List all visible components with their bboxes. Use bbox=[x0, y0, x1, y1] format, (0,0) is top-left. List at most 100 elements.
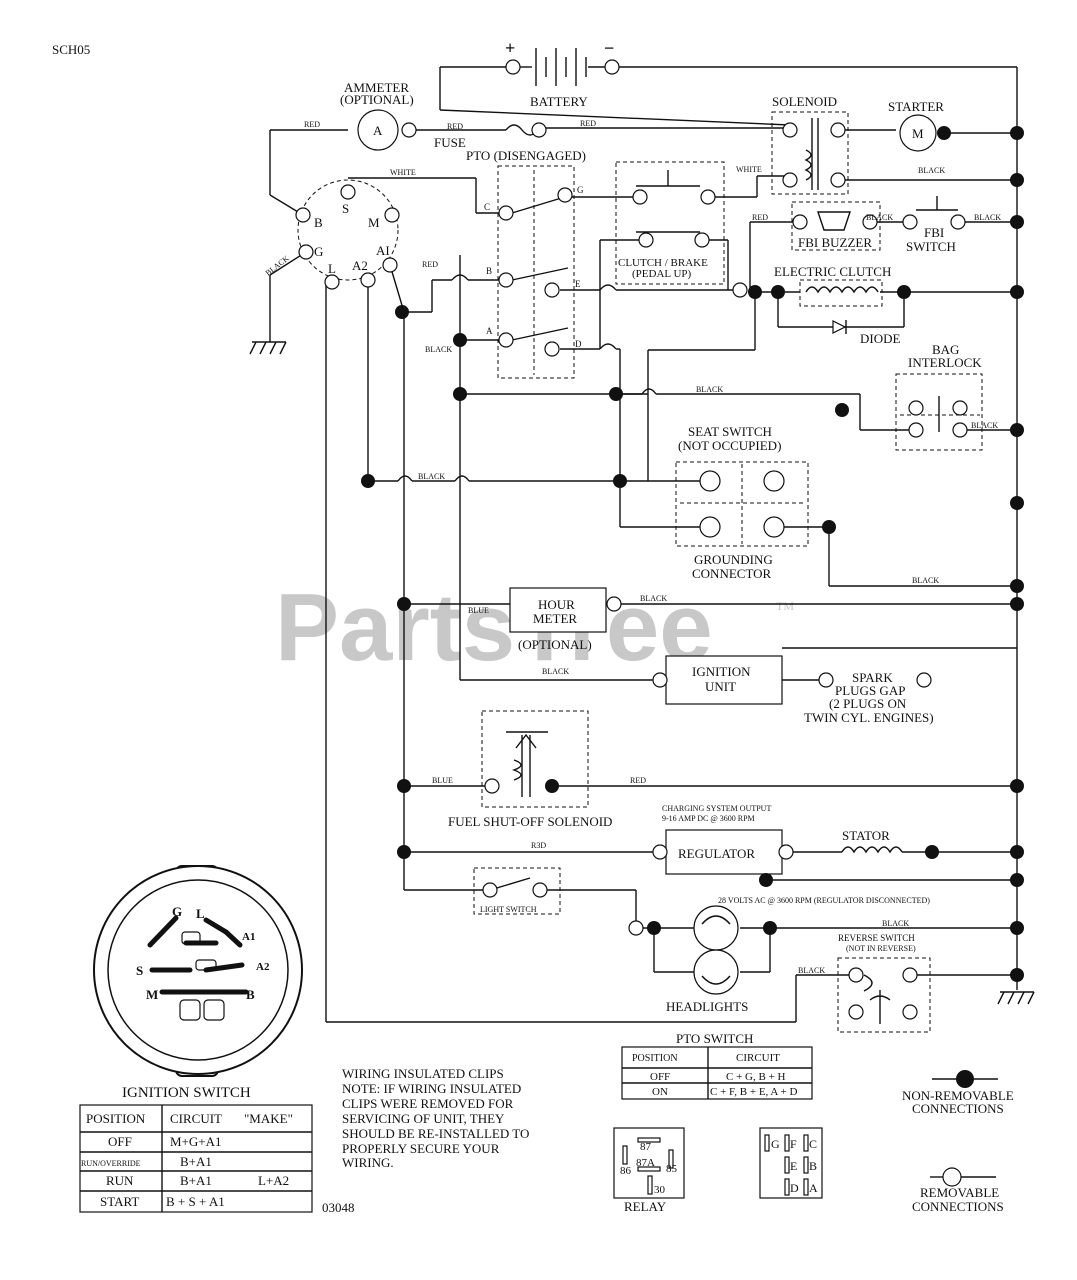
ignition-unit-sub: UNIT bbox=[705, 679, 736, 694]
regulator-label: REGULATOR bbox=[678, 846, 755, 861]
relay-pin-87a: 87A bbox=[636, 1157, 655, 1169]
charging-label: CHARGING SYSTEM OUTPUT bbox=[662, 804, 771, 813]
ignition-switch-face: G L A1 S A2 M B bbox=[93, 865, 303, 1077]
pto-switch-table: PTO SWITCH POSITION CIRCUIT OFF C + G, B… bbox=[621, 1031, 813, 1100]
watermark: PartsTree bbox=[275, 574, 713, 681]
legend-non-removable: NON-REMOVABLE bbox=[902, 1088, 1014, 1103]
ign-row-run-circ: B+A1 bbox=[180, 1173, 212, 1188]
pto-table-h1: POSITION bbox=[632, 1053, 678, 1064]
ign-row-off-pos: OFF bbox=[108, 1134, 132, 1149]
starter-label: STARTER bbox=[888, 99, 944, 114]
wire-black-5: BLACK bbox=[696, 385, 723, 394]
bag-sub: INTERLOCK bbox=[908, 355, 982, 370]
ign-row-start-pos: START bbox=[100, 1194, 139, 1209]
fbi-switch-sub: SWITCH bbox=[906, 239, 956, 254]
legend-removable-sub: CONNECTIONS bbox=[912, 1199, 1004, 1214]
seat-sub: (NOT OCCUPIED) bbox=[678, 438, 781, 453]
symbols: A M bbox=[357, 109, 983, 1033]
legend-removable: REMOVABLE bbox=[920, 1185, 999, 1200]
hour-label: HOUR bbox=[538, 597, 575, 612]
wire-black-2: BLACK bbox=[866, 213, 893, 222]
drawing-number: 03048 bbox=[322, 1200, 355, 1215]
starter-symbol: M bbox=[912, 126, 924, 141]
watermark-tm: TM bbox=[776, 599, 794, 613]
ign-term-ai: AI bbox=[376, 243, 390, 258]
ign-term-s: S bbox=[342, 201, 349, 216]
pto-face-e: E bbox=[790, 1159, 797, 1173]
hour-optional: (OPTIONAL) bbox=[518, 637, 592, 652]
pto-term-a: A bbox=[486, 326, 493, 336]
pto-face-a: A bbox=[809, 1181, 818, 1195]
fuse-label: FUSE bbox=[434, 135, 466, 150]
bag-label: BAG bbox=[932, 342, 959, 357]
hour-sub: METER bbox=[533, 611, 577, 626]
wire-black-9: BLACK bbox=[640, 594, 667, 603]
light-switch-label: LIGHT SWITCH bbox=[480, 905, 537, 914]
pto-term-e: E bbox=[575, 279, 581, 289]
ammeter-optional: (OPTIONAL) bbox=[340, 92, 414, 107]
legend-non-removable-sub: CONNECTIONS bbox=[912, 1101, 1004, 1116]
relay-diagram: 87 87A 86 85 30 RELAY bbox=[613, 1127, 685, 1214]
pto-table-title: PTO SWITCH bbox=[676, 1031, 753, 1046]
seat-label: SEAT SWITCH bbox=[688, 424, 772, 439]
wire-red-1: RED bbox=[304, 120, 320, 129]
ign-table-h3: "MAKE" bbox=[244, 1111, 293, 1126]
wire-red-6: RED bbox=[630, 776, 646, 785]
note-line-5: SHOULD BE RE-INSTALLED TO bbox=[342, 1126, 529, 1141]
pto-term-g: G bbox=[577, 185, 584, 195]
ammeter-label: AMMETER bbox=[344, 80, 409, 95]
ignition-switch-table: POSITION CIRCUIT "MAKE" OFF M+G+A1 RUN/O… bbox=[79, 1104, 313, 1213]
spark-label: SPARK bbox=[852, 670, 893, 685]
ign-row-off-circ: M+G+A1 bbox=[170, 1134, 222, 1149]
wire-red-2: RED bbox=[447, 122, 463, 131]
volts-label: 28 VOLTS AC @ 3600 RPM (REGULATOR DISCON… bbox=[718, 896, 930, 905]
ign-term-l: L bbox=[328, 261, 336, 276]
pto-label: PTO (DISENGAGED) bbox=[466, 148, 586, 163]
stator-label: STATOR bbox=[842, 828, 890, 843]
wire-blue-2: BLUE bbox=[432, 776, 453, 785]
ign-face-b: B bbox=[246, 987, 255, 1002]
note-line-1: WIRING INSULATED CLIPS bbox=[342, 1066, 504, 1081]
pto-row-off-circ: C + G, B + H bbox=[726, 1071, 786, 1083]
notes: WIRING INSULATED CLIPS NOTE: IF WIRING I… bbox=[342, 1066, 529, 1170]
battery-minus: − bbox=[604, 38, 614, 58]
pto-table-h2: CIRCUIT bbox=[736, 1052, 780, 1064]
note-line-7: WIRING. bbox=[342, 1155, 394, 1170]
pto-term-b: B bbox=[486, 266, 492, 276]
wire-white-2: WHITE bbox=[736, 165, 762, 174]
relay-pin-87: 87 bbox=[640, 1141, 652, 1153]
pto-row-on-pos: ON bbox=[652, 1086, 668, 1098]
ignition-unit-label: IGNITION bbox=[692, 664, 751, 679]
wire-black-13: BLACK bbox=[264, 254, 291, 278]
relay-pin-30: 30 bbox=[654, 1184, 666, 1196]
wire-blue-1: BLUE bbox=[468, 606, 489, 615]
pto-face-d: D bbox=[790, 1181, 799, 1195]
fbi-buzzer-label: FBI BUZZER bbox=[798, 235, 872, 250]
pto-term-d: D bbox=[575, 339, 582, 349]
ign-face-s: S bbox=[136, 963, 143, 978]
ign-term-m: M bbox=[368, 215, 380, 230]
wire-red-5: RED bbox=[422, 260, 438, 269]
ammeter-symbol: A bbox=[373, 123, 383, 138]
pto-face-f: F bbox=[790, 1137, 797, 1151]
labels: + − BATTERY AMMETER (OPTIONAL) FUSE SOLE… bbox=[264, 38, 1002, 1014]
ign-face-a1: A1 bbox=[242, 931, 255, 943]
wire-black-11: BLACK bbox=[882, 919, 909, 928]
headlights-label: HEADLIGHTS bbox=[666, 999, 748, 1014]
wire-black-8: BLACK bbox=[912, 576, 939, 585]
clutch-sub: (PEDAL UP) bbox=[632, 268, 692, 280]
ign-row-run-make: L+A2 bbox=[258, 1173, 289, 1188]
electric-clutch-label: ELECTRIC CLUTCH bbox=[774, 264, 891, 279]
note-line-2: NOTE: IF WIRING INSULATED bbox=[342, 1081, 521, 1096]
note-line-4: SERVICING OF UNIT, THEY bbox=[342, 1111, 505, 1126]
ign-face-m: M bbox=[146, 987, 158, 1002]
pto-term-c: C bbox=[484, 202, 490, 212]
wire-black-12: BLACK bbox=[798, 966, 825, 975]
wire-black-3: BLACK bbox=[974, 213, 1001, 222]
note-line-6: PROPERLY SECURE YOUR bbox=[342, 1141, 500, 1156]
battery-label: BATTERY bbox=[530, 94, 588, 109]
wire-black-1: BLACK bbox=[918, 166, 945, 175]
ign-row-ro-pos: RUN/OVERRIDE bbox=[81, 1159, 141, 1168]
ignition-switch-title: IGNITION SWITCH bbox=[122, 1085, 251, 1101]
